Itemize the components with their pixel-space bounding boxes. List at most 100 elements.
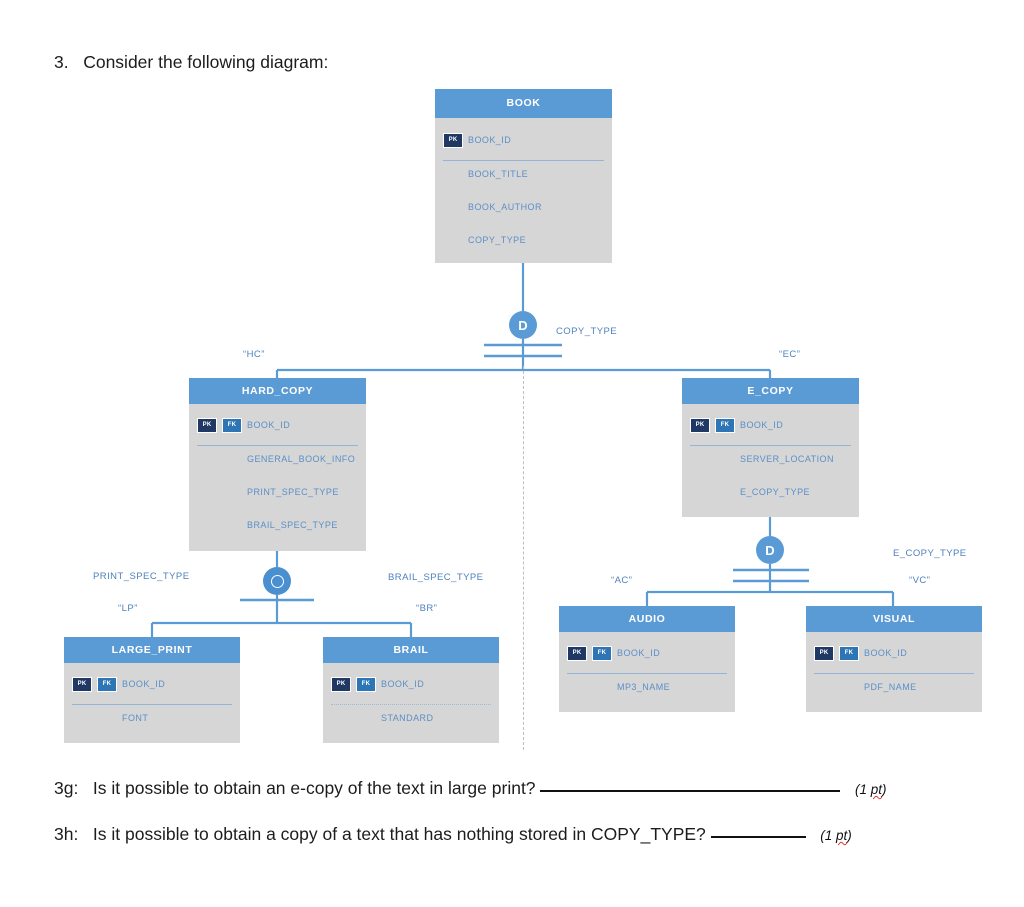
attribute-row: PK FK BOOK_ID (682, 408, 859, 442)
condition-br: “BR” (416, 603, 438, 614)
pk-badge: PK (72, 676, 92, 692)
attribute-row: STANDARD (323, 701, 499, 734)
entity-hard-copy[interactable]: HARD_COPY PK FK BOOK_ID GENERAL_BOOK_INF… (189, 378, 366, 551)
attribute-label: BOOK_ID (617, 648, 661, 658)
question-3h: 3h: Is it possible to obtain a copy of a… (54, 824, 852, 845)
question-3h-text: Is it possible to obtain a copy of a tex… (92, 824, 706, 844)
specialization-symbol: D (765, 542, 775, 558)
attribute-label: BOOK_ID (468, 135, 512, 145)
entity-audio-title: AUDIO (559, 606, 735, 632)
fk-badge: FK (356, 676, 376, 692)
entity-large-print[interactable]: LARGE_PRINT PK FK BOOK_ID FONT (64, 637, 240, 743)
diagram-divider (523, 366, 524, 750)
points-3g: (1 pt) (855, 782, 887, 797)
question-3g: 3g: Is it possible to obtain an e-copy o… (54, 778, 887, 799)
attribute-row: COPY_TYPE (435, 223, 612, 256)
specialization-circle-copy-type[interactable]: D (509, 311, 537, 339)
attribute-label: BOOK_ID (381, 679, 425, 689)
question-3h-number: 3h: (54, 824, 79, 844)
attribute-label: PDF_NAME (864, 681, 917, 692)
connector-lines (150, 263, 895, 637)
fk-badge: FK (97, 676, 117, 692)
entity-book-title: BOOK (435, 89, 612, 118)
entity-e-copy[interactable]: E_COPY PK FK BOOK_ID SERVER_LOCATION E_C… (682, 378, 859, 517)
entity-visual-title: VISUAL (806, 606, 982, 632)
entity-visual[interactable]: VISUAL PK FK BOOK_ID PDF_NAME (806, 606, 982, 712)
entity-large-print-body: PK FK BOOK_ID FONT (64, 663, 240, 743)
discriminator-e-copy-type: E_COPY_TYPE (893, 548, 967, 559)
key-divider (443, 160, 604, 161)
entity-e-copy-body: PK FK BOOK_ID SERVER_LOCATION E_COPY_TYP… (682, 404, 859, 517)
fk-badge: FK (222, 417, 242, 433)
key-divider (690, 445, 851, 446)
attribute-label: BOOK_AUTHOR (468, 201, 542, 212)
attribute-row: PRINT_SPEC_TYPE (189, 475, 366, 508)
attribute-row: E_COPY_TYPE (682, 475, 859, 508)
attribute-row: PK BOOK_ID (435, 123, 612, 157)
attribute-label: STANDARD (381, 712, 434, 723)
entity-audio-body: PK FK BOOK_ID MP3_NAME (559, 632, 735, 712)
entity-visual-body: PK FK BOOK_ID PDF_NAME (806, 632, 982, 712)
attribute-label: E_COPY_TYPE (740, 486, 810, 497)
attribute-label: BOOK_ID (122, 679, 166, 689)
entity-hard-copy-body: PK FK BOOK_ID GENERAL_BOOK_INFO PRINT_SP… (189, 404, 366, 551)
key-divider (331, 704, 491, 706)
pk-badge: PK (197, 417, 217, 433)
attribute-label: BOOK_ID (247, 420, 291, 430)
fk-badge: FK (715, 417, 735, 433)
specialization-circle-e-copy-type[interactable]: D (756, 536, 784, 564)
key-divider (197, 445, 358, 446)
key-divider (72, 704, 232, 705)
attribute-label: FONT (122, 712, 149, 723)
key-divider (567, 673, 727, 674)
entity-hard-copy-title: HARD_COPY (189, 378, 366, 404)
attribute-label: BRAIL_SPEC_TYPE (247, 519, 338, 530)
question-number: 3. (54, 52, 69, 72)
attribute-row: PK FK BOOK_ID (189, 408, 366, 442)
er-diagram: BOOK PK BOOK_ID BOOK_TITLE BOOK_AUTHOR (64, 89, 982, 750)
discriminator-brail-spec-type: BRAIL_SPEC_TYPE (388, 572, 484, 583)
attribute-label: MP3_NAME (617, 681, 671, 692)
attribute-row: BOOK_AUTHOR (435, 190, 612, 223)
pk-badge: PK (814, 645, 834, 661)
attribute-label: SERVER_LOCATION (740, 453, 834, 464)
page-prompt: Consider the following diagram: (83, 52, 329, 72)
entity-brail-title: BRAIL (323, 637, 499, 663)
attribute-row: BRAIL_SPEC_TYPE (189, 508, 366, 541)
attribute-label: BOOK_ID (740, 420, 784, 430)
pk-badge: PK (443, 132, 463, 148)
pk-badge: PK (567, 645, 587, 661)
answer-blank-3g[interactable] (540, 790, 841, 792)
pk-badge: PK (331, 676, 351, 692)
question-3g-number: 3g: (54, 778, 79, 798)
attribute-row: PK FK BOOK_ID (64, 667, 240, 701)
page-title: 3. Consider the following diagram: (54, 52, 328, 73)
specialization-symbol-overlapping (270, 574, 284, 588)
specialization-circle-print-spec-type[interactable] (263, 567, 291, 595)
question-3g-text: Is it possible to obtain an e-copy of th… (92, 778, 536, 798)
entity-e-copy-title: E_COPY (682, 378, 859, 404)
condition-hc: “HC” (243, 349, 265, 360)
key-divider (814, 673, 974, 674)
attribute-label: PRINT_SPEC_TYPE (247, 486, 339, 497)
entity-brail[interactable]: BRAIL PK FK BOOK_ID STANDARD (323, 637, 499, 743)
answer-blank-3h[interactable] (710, 836, 806, 838)
pk-badge: PK (690, 417, 710, 433)
fk-badge: FK (839, 645, 859, 661)
attribute-row: MP3_NAME (559, 670, 735, 703)
entity-book-body: PK BOOK_ID BOOK_TITLE BOOK_AUTHOR COPY_T… (435, 118, 612, 263)
attribute-row: PK FK BOOK_ID (559, 636, 735, 670)
entity-large-print-title: LARGE_PRINT (64, 637, 240, 663)
discriminator-print-spec-type: PRINT_SPEC_TYPE (93, 571, 190, 582)
attribute-row: GENERAL_BOOK_INFO (189, 442, 366, 475)
entity-audio[interactable]: AUDIO PK FK BOOK_ID MP3_NAME (559, 606, 735, 712)
attribute-row: BOOK_TITLE (435, 157, 612, 190)
condition-lp: “LP” (118, 603, 138, 614)
attribute-label: BOOK_TITLE (468, 168, 529, 179)
discriminator-copy-type: COPY_TYPE (556, 326, 618, 337)
condition-ac: “AC” (611, 575, 633, 586)
attribute-row: FONT (64, 701, 240, 734)
entity-book[interactable]: BOOK PK BOOK_ID BOOK_TITLE BOOK_AUTHOR (435, 89, 612, 263)
attribute-label: BOOK_ID (864, 648, 908, 658)
